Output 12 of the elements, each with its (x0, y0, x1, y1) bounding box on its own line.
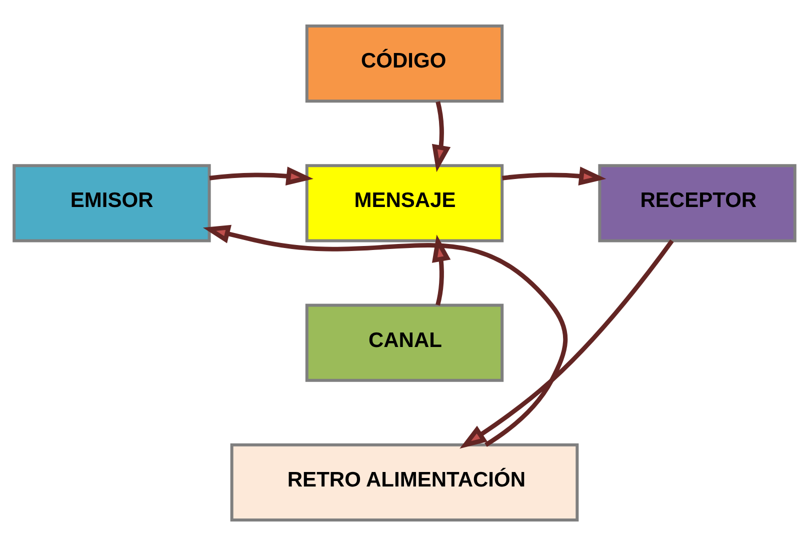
arrow (460, 239, 674, 448)
node-box: CÓDIGO (305, 24, 504, 102)
node-box: EMISOR (12, 164, 211, 242)
node-box: RECEPTOR (598, 164, 796, 242)
arrow (202, 224, 568, 446)
node-box: RETRO ALIMENTACIÓN (230, 442, 579, 521)
arrow (432, 234, 451, 306)
node-box: CANAL (305, 303, 504, 382)
arrow (432, 100, 451, 172)
arrow (502, 166, 606, 185)
arrow (209, 166, 314, 185)
node-box: MENSAJE (305, 164, 504, 242)
